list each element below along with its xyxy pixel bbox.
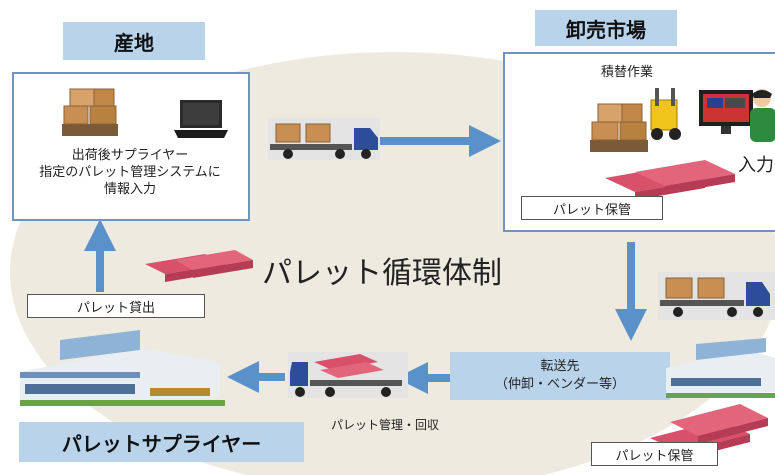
pallets-icon <box>145 250 253 282</box>
truck-icon <box>270 123 378 159</box>
transfer-destination-box: 転送先 （仲卸・ベンダー等） <box>450 352 670 400</box>
market-header: 卸売市場 <box>535 10 677 46</box>
origin-header: 産地 <box>63 22 205 60</box>
truck-icon <box>290 354 402 397</box>
transfer-line-2: （仲卸・ベンダー等） <box>494 377 625 392</box>
origin-text-3: 情報入力 <box>103 182 156 197</box>
market-storage-tag: パレット保管 <box>521 196 663 220</box>
rental-tag: パレット貸出 <box>27 294 205 318</box>
transfer-line-1: 転送先 <box>540 359 580 374</box>
pallet-stack-icon <box>605 160 735 200</box>
warehouse-icon <box>20 330 225 406</box>
forklift-icon <box>650 88 681 140</box>
center-title: パレット循環体制 <box>262 256 502 291</box>
origin-panel <box>12 72 250 221</box>
warehouse-icon <box>666 338 775 398</box>
collection-label: パレット管理・回収 <box>330 418 439 432</box>
worker-icon <box>750 89 775 142</box>
bottom-storage-tag: パレット保管 <box>591 442 718 466</box>
origin-text-2: 指定のパレット管理システムに <box>39 165 221 180</box>
supplier-header: パレットサプライヤー <box>19 422 304 462</box>
laptop-icon <box>174 100 228 138</box>
work-label: 積替作業 <box>600 65 653 80</box>
origin-text-1: 出荷後サプライヤー <box>71 148 189 163</box>
boxes-on-pallet-icon <box>590 103 648 152</box>
truck-icon <box>660 277 770 317</box>
boxes-on-pallet-icon <box>62 88 118 136</box>
input-label: 入力 <box>738 155 774 176</box>
computer-monitor-icon <box>699 90 753 134</box>
